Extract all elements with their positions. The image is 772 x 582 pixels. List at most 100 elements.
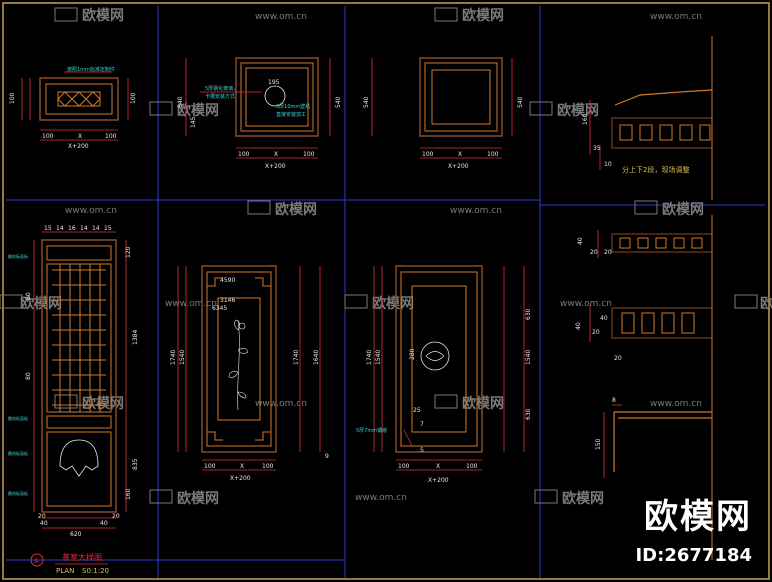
watermark-4: 欧模网 <box>529 101 599 119</box>
view-section-bottom-right: 8 150 <box>595 397 712 478</box>
dim-label: 1740 <box>170 350 177 365</box>
watermark-12: 欧模网 <box>149 489 219 507</box>
note-glass-install: 卡槽安装方式 <box>205 93 235 100</box>
dim-label: 100 <box>42 133 54 140</box>
brand-logo: 欧模网 <box>644 497 752 537</box>
dim-label: 60 <box>25 292 32 300</box>
watermark-9: 欧模网 <box>734 294 772 312</box>
dim-label: 1740 <box>366 350 373 365</box>
watermark-8: 欧模网 <box>344 294 414 312</box>
svg-text:欧模网: 欧模网 <box>20 295 62 312</box>
dim-label: 3146 <box>220 297 235 304</box>
carving-flower <box>228 319 249 411</box>
dim-label: 100 <box>398 463 410 470</box>
dim-label: 20 <box>590 249 598 256</box>
dim-label: X <box>458 151 462 158</box>
lattice-section <box>619 124 711 141</box>
view-panel-top-b: 100 X 100 X+200 540 540 <box>363 57 524 170</box>
dim-label: 540 <box>177 96 184 108</box>
note-door-bottom: 5厚7mm镶嵌 <box>356 427 387 434</box>
note-glass: 5厚钢化玻璃， <box>205 85 238 92</box>
dim-label: X+200 <box>448 163 469 170</box>
dim-label: 100 <box>130 92 137 104</box>
resource-id: ID:2677184 <box>635 545 752 566</box>
dim-label: X <box>78 133 82 140</box>
dim-label: 280 <box>409 348 416 360</box>
dim-label: 15 <box>44 225 52 232</box>
dim-label: 540 <box>335 96 342 108</box>
dim-label: 100 <box>105 133 117 140</box>
dim-label: 20 <box>38 513 46 520</box>
dim-label: 100 <box>238 151 250 158</box>
watermark-url-3: www.om.cn <box>65 206 117 216</box>
lattice-pattern <box>57 91 101 107</box>
dim-label: 20 <box>604 249 612 256</box>
view-door-medallion: 280 25 7 5 5厚7mm镶嵌 100 X 100 X+200 1740 … <box>356 265 532 484</box>
note-wallpaper: 5厚10mm壁纸 <box>276 103 310 110</box>
svg-text:欧模网: 欧模网 <box>82 7 124 24</box>
medallion-circle <box>420 341 450 371</box>
watermark-url-4: www.om.cn <box>450 206 502 216</box>
svg-text:欧模网: 欧模网 <box>662 201 704 218</box>
dim-label: X+200 <box>68 143 89 150</box>
note-left-1: 雕刻板面板 <box>8 253 28 259</box>
dim-label: 1640 <box>313 350 320 365</box>
dim-label: 8 <box>612 397 616 404</box>
lattice-tall <box>52 264 106 412</box>
viewport-grid <box>6 6 765 578</box>
dim-label: 1540 <box>525 350 532 365</box>
dim-label: 40 <box>577 237 584 245</box>
dim-label: 630 <box>525 408 532 420</box>
svg-text:欧模网: 欧模网 <box>462 395 504 412</box>
dim-label: X <box>240 463 244 470</box>
view-cabinet-top: 按照1mm标准定制件 100 X 100 X+200 100 100 <box>9 66 137 150</box>
dim-label: X <box>436 463 440 470</box>
svg-text:欧模网: 欧模网 <box>760 295 772 312</box>
view-cabinet-tall: 15 14 16 14 14 15 40 40 20 20 620 1384 8… <box>8 225 139 538</box>
dim-label: 7 <box>420 421 424 428</box>
dim-label: 16 <box>68 225 76 232</box>
dim-label: 80 <box>25 372 32 380</box>
dim-label: 4590 <box>220 277 235 284</box>
dim-label: 40 <box>600 315 608 322</box>
dim-label: 10 <box>604 161 612 168</box>
watermark-7: 欧模网 <box>0 294 62 312</box>
dim-label: 5 <box>420 447 424 454</box>
svg-text:欧模网: 欧模网 <box>177 102 219 119</box>
dim-label: 100 <box>466 463 478 470</box>
watermark-layer: 欧模网 www.om.cn 欧模网 www.om.cn 欧模网 欧模网 www.… <box>0 7 772 507</box>
dim-label: 145 <box>190 116 197 128</box>
svg-text:欧模网: 欧模网 <box>562 490 604 507</box>
dim-label: 1384 <box>132 330 139 345</box>
watermark-url-7: www.om.cn <box>255 399 307 409</box>
svg-text:欧模网: 欧模网 <box>462 7 504 24</box>
dim-label: 1540 <box>179 350 186 365</box>
dim-label: 40 <box>575 322 582 330</box>
cloud-motif <box>59 439 99 477</box>
dim-label: 40 <box>40 520 48 527</box>
note-left-3: 雕刻板面板 <box>8 450 28 456</box>
svg-text:欧模网: 欧模网 <box>275 201 317 218</box>
dim-label: 100 <box>303 151 315 158</box>
svg-text:欧模网: 欧模网 <box>557 102 599 119</box>
view-door-carved: 4590 6345 3146 100 X 100 X+200 1740 1540… <box>170 265 329 482</box>
watermark-url-8: www.om.cn <box>650 399 702 409</box>
watermark-3: 欧模网 <box>149 101 219 119</box>
svg-text:欧模网: 欧模网 <box>82 395 124 412</box>
dim-label: 40 <box>100 520 108 527</box>
svg-text:欧模网: 欧模网 <box>372 295 414 312</box>
watermark-1: 欧模网 <box>54 7 124 24</box>
dim-label: X+200 <box>265 163 286 170</box>
dim-label: 1540 <box>375 350 382 365</box>
watermark-5: 欧模网 <box>247 200 317 218</box>
sheet-scale: S0:1:20 <box>82 567 109 575</box>
dim-label: 835 <box>132 458 139 470</box>
sheet-title: 茶室大样图 <box>62 552 102 562</box>
dim-label: 6345 <box>212 305 227 312</box>
dim-label: 1740 <box>293 350 300 365</box>
watermark-url-9: www.om.cn <box>355 493 407 503</box>
dim-label: 195 <box>268 79 280 86</box>
dim-label: 9 <box>325 453 329 460</box>
dim-label: 150 <box>595 438 602 450</box>
